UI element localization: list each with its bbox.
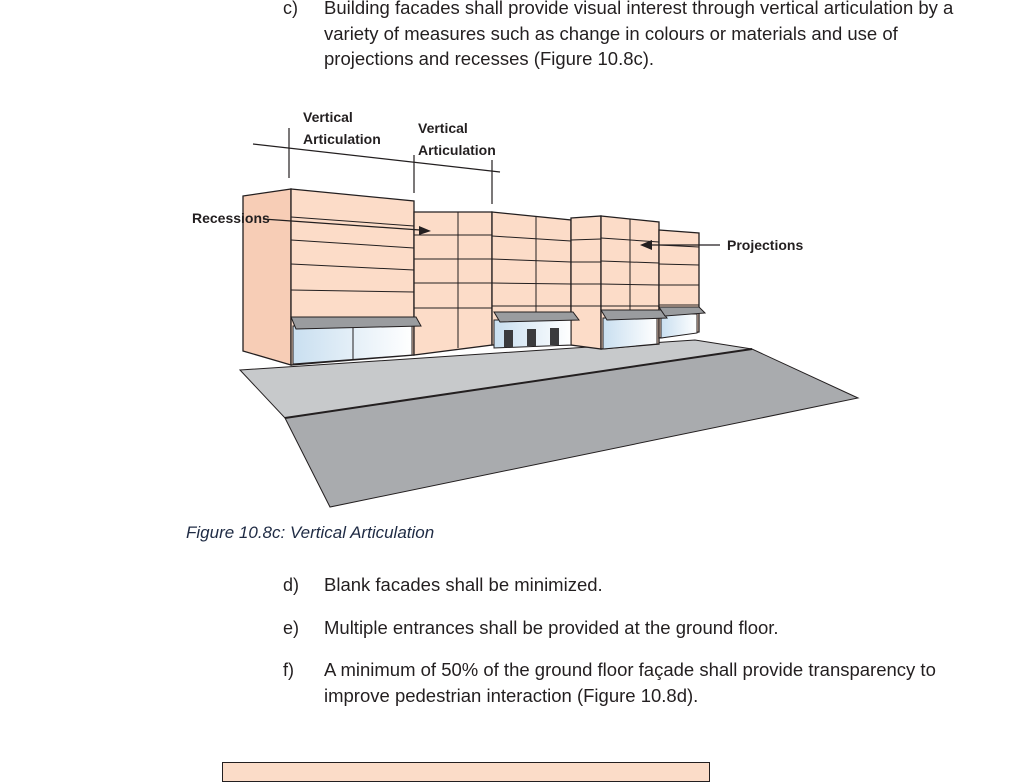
label-vertical-articulation-1b: Articulation	[303, 131, 381, 147]
clause-text: Multiple entrances shall be provided at …	[324, 617, 779, 638]
clause-letter: d)	[283, 575, 300, 595]
awning	[658, 306, 707, 317]
awnings	[290, 306, 707, 330]
clause-letter: e)	[283, 618, 300, 638]
recessions-leader	[262, 218, 421, 231]
label-vertical-articulation-2: Vertical	[418, 120, 468, 136]
label-vertical-articulation-2b: Articulation	[418, 142, 496, 158]
next-figure-frame	[222, 762, 710, 782]
label-projections: Projections	[727, 237, 803, 253]
figure-caption: Figure 10.8c: Vertical Articulation	[186, 523, 435, 542]
projections-arrowhead	[640, 240, 652, 250]
awning	[290, 316, 422, 330]
leader-lines	[262, 218, 720, 250]
clause-letter: c)	[283, 0, 298, 18]
label-vertical-articulation-1: Vertical	[303, 109, 353, 125]
door	[527, 329, 536, 346]
street-ground	[238, 339, 860, 508]
facade-block-4	[570, 215, 602, 350]
dimension-lines	[252, 128, 501, 204]
awning	[493, 311, 580, 323]
entrance-doors	[504, 328, 559, 347]
recessions-arrowhead	[419, 226, 431, 235]
clause-text: A minimum of 50% of the ground floor faç…	[324, 659, 936, 706]
door	[550, 328, 559, 345]
clause-text: Blank facades shall be minimized.	[324, 574, 603, 595]
clause-letter: f)	[283, 660, 294, 680]
clause-text: Building facades shall provide visual in…	[324, 0, 954, 69]
awning	[600, 309, 668, 321]
curb-line	[284, 348, 753, 419]
vertical-articulation-figure: Vertical Articulation Vertical Articulat…	[192, 109, 860, 508]
door	[504, 330, 513, 347]
label-recessions: Recessions	[192, 210, 270, 226]
